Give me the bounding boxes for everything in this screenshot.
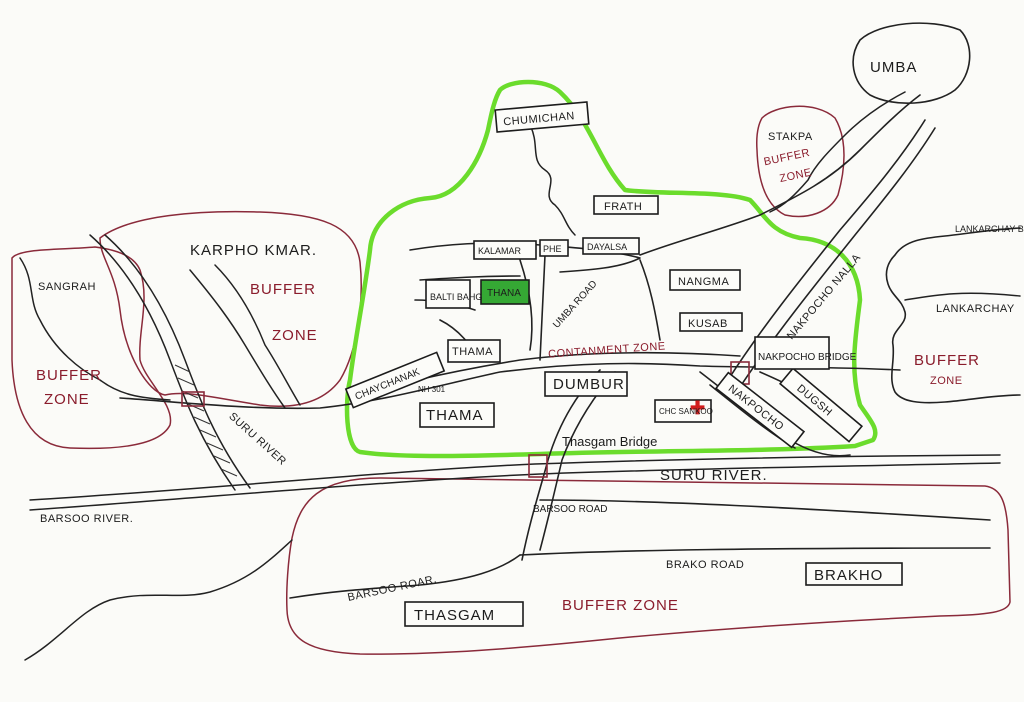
suru-river-diagonal-e: [104, 234, 251, 489]
label-nakpocho-nalla: NAKPOCHO NALLA: [785, 252, 864, 342]
label-right-buffer-a: BUFFER: [914, 352, 980, 369]
label-suru-river-diag: SURU RIVER: [226, 410, 288, 468]
label-barsoo-road-north: BARSOO ROAD: [533, 504, 607, 515]
umba-road-north: [639, 94, 921, 256]
brako-road: [519, 547, 991, 556]
box-phe: [539, 239, 569, 257]
buffer-zone-south-outline: [286, 477, 1011, 655]
label-karpho-kmar: KARPHO KMAR.: [190, 242, 317, 259]
karpho-stream-a: [189, 269, 286, 409]
label-nangma: NANGMA: [678, 276, 729, 288]
suru-bridge-west: [181, 391, 205, 407]
stakpa-stream: [769, 91, 906, 213]
box-kusab: [679, 312, 743, 332]
label-phe: PHE: [543, 244, 562, 254]
suru-river-main: [29, 454, 1001, 501]
label-thasgam-bridge: Thasgam Bridge: [562, 434, 657, 449]
box-brakho: [805, 562, 903, 586]
box-thama-2: [419, 402, 495, 428]
label-kalamar: KALAMAR: [478, 246, 522, 256]
sangrah-stream: [19, 257, 171, 401]
box-kalamar: [473, 240, 537, 260]
label-thama-1: THAMA: [452, 346, 493, 358]
box-dugsh: [778, 367, 864, 443]
box-nangma: [669, 269, 741, 291]
label-thama-2: THAMA: [426, 407, 484, 424]
label-thana: THANA: [487, 288, 521, 299]
label-balti-bahg: BALTI BAHG: [430, 292, 482, 302]
karpho-stream-b: [214, 264, 301, 406]
label-umba-road: UMBA ROAD: [551, 279, 599, 331]
label-containment-zone: CONTANMENT ZONE: [548, 340, 666, 360]
label-sangrah: SANGRAH: [38, 281, 96, 293]
box-thana: [480, 279, 530, 305]
label-thasgam: THASGAM: [414, 607, 495, 624]
label-suru-river: SURU RIVER.: [660, 467, 768, 484]
box-thama-1: [447, 339, 501, 363]
label-stakpa: STAKPA: [768, 131, 813, 143]
buffer-zone-stakpa-outline: [756, 105, 845, 218]
label-karpho-buffer-b: ZONE: [272, 327, 318, 344]
label-chc-sankoo: CHC SANKOO: [659, 407, 713, 416]
label-brakho: BRAKHO: [814, 567, 883, 584]
label-lankarchay: LANKARCHAY: [936, 303, 1015, 315]
buffer-zone-right-outline: [885, 227, 1021, 404]
umba-outline: [852, 22, 971, 104]
label-barsoo-roar: BARSOO ROAR.: [347, 573, 438, 604]
chumichan-stream: [529, 124, 576, 236]
label-stakpa-buffer-a: BUFFER: [763, 147, 811, 169]
suru-river-diagonal-w: [89, 234, 236, 491]
suru-river-lower-bank: [29, 462, 1001, 511]
label-left-buffer-b: ZONE: [44, 391, 90, 408]
label-dumbur: DUMBUR: [553, 376, 625, 393]
label-frath: FRATH: [604, 201, 642, 213]
buffer-zone-left-outline: [11, 246, 172, 450]
barsoo-road: [539, 499, 991, 521]
label-nakpocho-bridge: NAKPOCHO BRIDGE: [758, 352, 857, 363]
label-stakpa-buffer-b: ZONE: [779, 167, 813, 186]
thasgam-bridge-marker: [528, 454, 548, 478]
box-chaychanak: [344, 351, 446, 409]
box-nakpocho: [714, 371, 806, 449]
label-dayalsa: DAYALSA: [587, 242, 627, 252]
umba-road: [519, 259, 533, 351]
containment-zone-outline: [344, 79, 878, 459]
box-dumbur: [544, 371, 628, 397]
box-balti-bahg: [425, 279, 471, 309]
label-lankarchay-top: LANKARCHAY BROK: [955, 224, 1024, 234]
box-chc: [654, 399, 712, 423]
box-frath: [593, 195, 659, 215]
box-dayalsa: [582, 237, 640, 255]
label-nh-301: NH 301: [418, 385, 446, 394]
label-south-buffer: BUFFER ZONE: [562, 597, 679, 614]
label-kusab: KUSAB: [688, 318, 728, 330]
label-right-buffer-b: ZONE: [930, 375, 963, 387]
label-umba: UMBA: [870, 59, 917, 76]
label-left-buffer-a: BUFFER: [36, 367, 102, 384]
label-nakpocho: NAKPOCHO: [726, 383, 786, 434]
barsoo-river: [24, 539, 293, 661]
barsoo-roar: [289, 554, 521, 599]
label-brako-road: BRAKO ROAD: [666, 559, 744, 571]
box-nakpocho-bridge: [754, 336, 830, 370]
chc-cross-icon: ✚: [690, 398, 705, 418]
label-barsoo-river: BARSOO RIVER.: [40, 513, 133, 525]
suru-river-hatch: [174, 364, 238, 477]
label-karpho-buffer-a: BUFFER: [250, 281, 316, 298]
buffer-zone-karpho-outline: [99, 210, 362, 407]
box-thasgam: [404, 601, 524, 627]
lankarchay-river: [904, 292, 1021, 301]
box-chumichan: [494, 101, 590, 133]
